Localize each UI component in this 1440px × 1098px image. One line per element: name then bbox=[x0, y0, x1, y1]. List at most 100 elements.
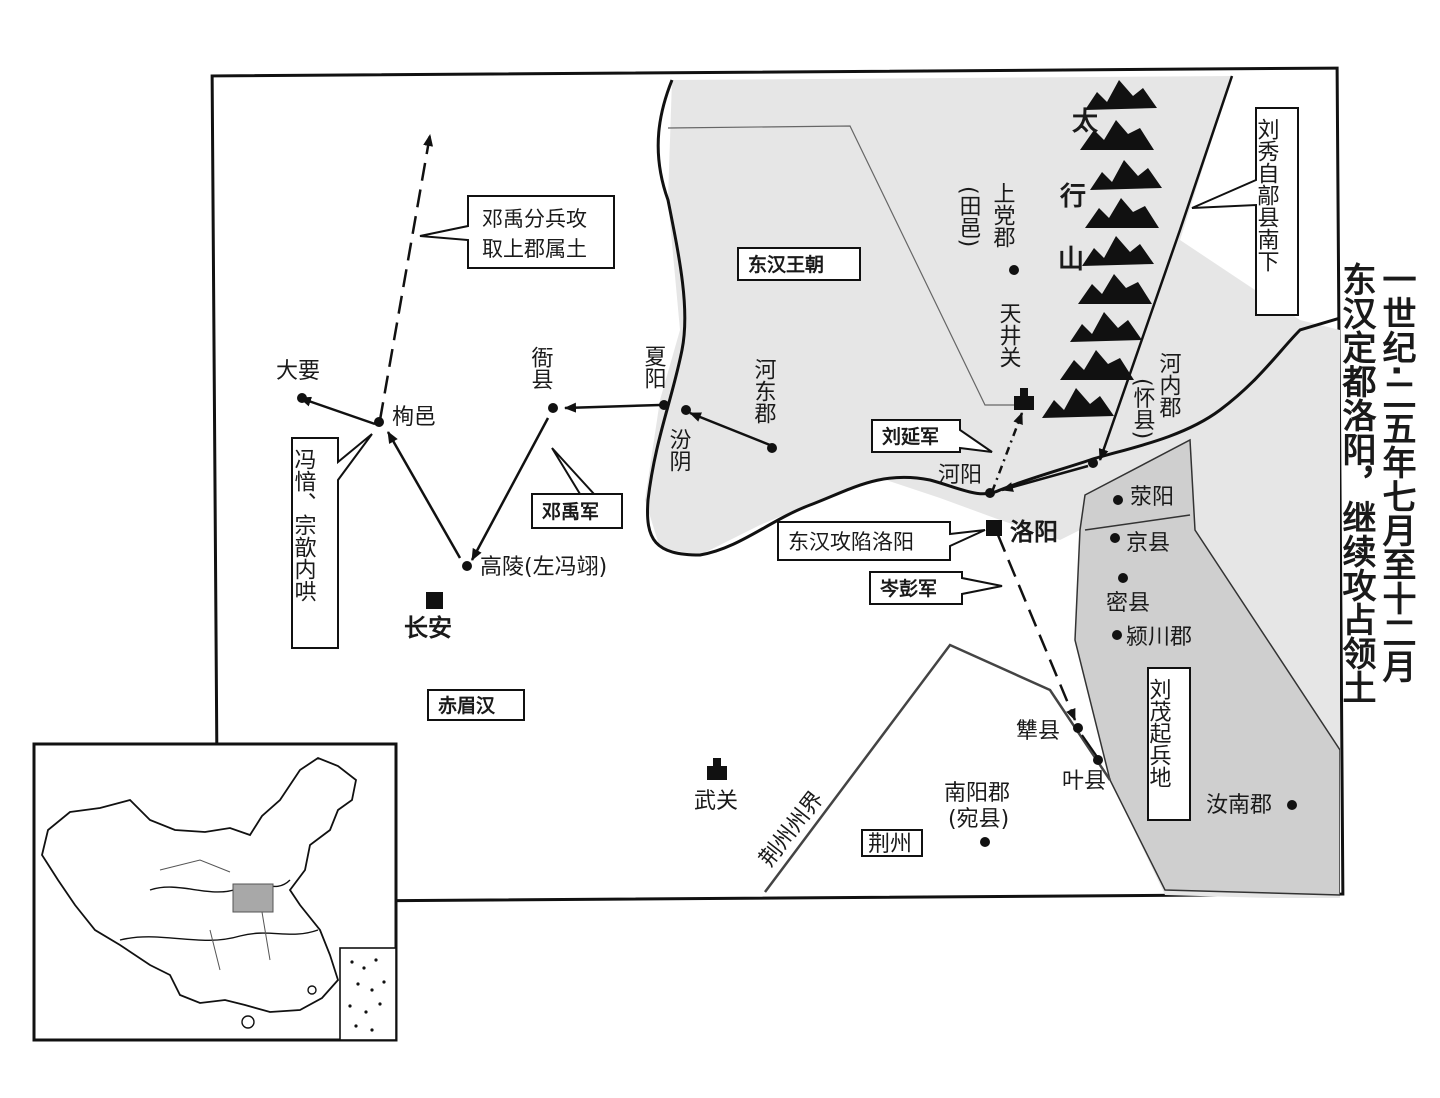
inset-hainan bbox=[241, 1015, 255, 1029]
svg-text:荆州: 荆州 bbox=[868, 832, 912, 857]
callout-capture-luoyang: 东汉攻陷洛阳 bbox=[777, 521, 986, 561]
route-gaoling-xunyi bbox=[386, 431, 462, 559]
label-yaxian: 衙县 bbox=[528, 346, 554, 390]
svg-text:刘延军: 刘延军 bbox=[882, 425, 939, 448]
pass-wuguan-icon bbox=[707, 758, 727, 780]
label-xingyang: 荥阳 bbox=[1130, 485, 1174, 510]
label-chi-mei: 赤眉汉 bbox=[427, 689, 525, 721]
taihang-char-2: 行 bbox=[1059, 181, 1086, 212]
label-wanxian: (宛县) bbox=[948, 807, 1009, 832]
route-heyang-tianjing bbox=[990, 412, 1024, 493]
taihang-char-3: 山 bbox=[1058, 245, 1084, 275]
svg-text:刘茂起兵地: 刘茂起兵地 bbox=[1146, 678, 1172, 788]
dot-xiayang bbox=[659, 400, 669, 410]
label-tianyi: (田邑) bbox=[956, 186, 981, 247]
inset-river-yangtze bbox=[119, 929, 319, 941]
dot-xingyang bbox=[1113, 495, 1123, 505]
route-xunyi-north bbox=[378, 134, 434, 421]
inset-south-sea-islands bbox=[348, 958, 386, 1032]
dot-xunyi bbox=[374, 417, 384, 427]
map-title-line1: 一世纪·二五年七月至十二月 bbox=[1376, 262, 1416, 683]
taihang-mountains bbox=[1042, 80, 1162, 418]
callout-liu-yan: 刘延军 bbox=[871, 419, 993, 453]
label-yexian: 叶县 bbox=[1062, 769, 1106, 794]
svg-text:东汉王朝: 东汉王朝 bbox=[748, 253, 824, 276]
label-dayao: 大要 bbox=[276, 359, 320, 384]
dot-henei bbox=[1088, 458, 1098, 468]
label-zhuxian: 犨县 bbox=[1016, 719, 1060, 744]
svg-text:取上郡属土: 取上郡属土 bbox=[482, 237, 587, 261]
callout-cen-peng: 岑彭军 bbox=[869, 571, 1003, 605]
callout-liu-xiu: 刘秀自鄗县南下 bbox=[1191, 107, 1299, 316]
inset-south-sea-box bbox=[339, 947, 397, 1041]
route-fenyin-xiayang bbox=[689, 411, 771, 447]
callout-feng-yin: 冯愔、宗歆内哄 bbox=[291, 433, 373, 649]
jingzhou-border-line bbox=[763, 643, 1112, 893]
dot-shangdang bbox=[1009, 265, 1019, 275]
svg-text:冯愔、宗歆内哄: 冯愔、宗歆内哄 bbox=[291, 448, 317, 602]
label-xunyi: 栒邑 bbox=[392, 405, 436, 430]
route-henei-heyang bbox=[1001, 464, 1089, 492]
label-jingxian: 京县 bbox=[1126, 531, 1170, 556]
label-jingzhou: 荆州 bbox=[861, 829, 923, 857]
dot-hedong bbox=[767, 443, 777, 453]
label-xiayang: 夏阳 bbox=[641, 345, 667, 389]
dot-nanyang bbox=[980, 837, 990, 847]
dot-fenyin bbox=[681, 405, 691, 415]
svg-text:岑彭军: 岑彭军 bbox=[879, 577, 937, 600]
label-fenyin: 汾阴 bbox=[666, 428, 692, 472]
dot-zhuxian bbox=[1073, 723, 1083, 733]
label-dong-han: 东汉王朝 bbox=[737, 247, 861, 281]
label-hedong: 河东郡 bbox=[751, 358, 777, 424]
pass-tianjing-icon bbox=[1014, 388, 1034, 410]
label-runan: 汝南郡 bbox=[1206, 793, 1272, 818]
square-changan bbox=[426, 592, 443, 609]
inset-taiwan bbox=[307, 985, 317, 995]
dot-heyang bbox=[985, 488, 995, 498]
dot-runan bbox=[1287, 800, 1297, 810]
route-yaxian-gaoling bbox=[470, 417, 550, 561]
routes bbox=[299, 134, 1099, 759]
dot-jingxian bbox=[1110, 533, 1120, 543]
inset-china-map bbox=[32, 742, 398, 1042]
route-xunyi-dayao bbox=[299, 396, 376, 426]
label-nanyang: 南阳郡 bbox=[944, 781, 1010, 806]
dot-yexian bbox=[1093, 755, 1103, 765]
svg-text:赤眉汉: 赤眉汉 bbox=[438, 695, 496, 717]
taihang-char-1: 太 bbox=[1072, 107, 1099, 137]
yellow-river bbox=[646, 79, 1340, 557]
dot-dayao bbox=[297, 393, 307, 403]
thin-border-line bbox=[667, 125, 1020, 406]
liu-xiu-route-line bbox=[1098, 75, 1234, 461]
callout-liu-mao: 刘茂起兵地 bbox=[1146, 667, 1191, 821]
label-mixian: 密县 bbox=[1106, 591, 1150, 616]
label-huaixian: (怀县) bbox=[1130, 378, 1156, 439]
liu-mao-zone bbox=[1074, 438, 1340, 896]
route-zhuxian-yexian bbox=[1081, 734, 1099, 759]
svg-text:邓禹军: 邓禹军 bbox=[542, 501, 599, 523]
label-shangdang: 上党郡 bbox=[990, 182, 1016, 248]
label-heyang: 河阳 bbox=[938, 463, 982, 488]
label-wuguan: 武关 bbox=[694, 789, 738, 814]
label-changan: 长安 bbox=[404, 614, 452, 642]
place-markers bbox=[297, 265, 1297, 847]
dot-yingchuan bbox=[1112, 630, 1122, 640]
inset-highlight-area bbox=[232, 883, 274, 913]
svg-text:邓禹分兵攻: 邓禹分兵攻 bbox=[482, 207, 587, 231]
svg-text:刘秀自鄗县南下: 刘秀自鄗县南下 bbox=[1254, 118, 1280, 272]
dot-yaxian bbox=[548, 403, 558, 413]
label-tianjing: 天井关 bbox=[996, 302, 1022, 368]
label-luoyang: 洛阳 bbox=[1010, 518, 1058, 546]
label-gaoling: 高陵(左冯翊) bbox=[480, 555, 607, 580]
callout-deng-yu-army: 邓禹军 bbox=[531, 447, 623, 529]
svg-text:东汉攻陷洛阳: 东汉攻陷洛阳 bbox=[788, 530, 914, 554]
square-luoyang bbox=[986, 520, 1002, 536]
map-title-line2: 东汉定都洛阳，继续攻占领土 bbox=[1336, 261, 1377, 704]
route-luoyang-zhuxian bbox=[996, 534, 1077, 721]
dot-mixian bbox=[1118, 573, 1128, 583]
inset-china-outline bbox=[41, 756, 357, 1013]
label-yingchuan: 颍川郡 bbox=[1126, 625, 1192, 650]
route-xiayang-yaxian bbox=[564, 402, 661, 413]
label-henei: 河内郡 bbox=[1156, 352, 1182, 418]
